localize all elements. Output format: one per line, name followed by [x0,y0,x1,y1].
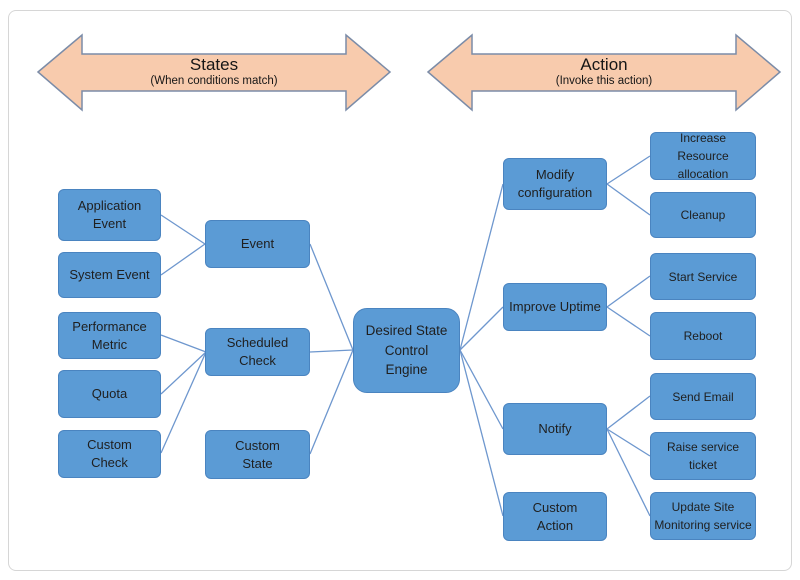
connector-performance-metric-to-scheduled-check [160,334,207,353]
node-start-service: Start Service [650,253,756,300]
action-arrow-label: Action (Invoke this action) [472,55,736,88]
connector-application-event-to-event [160,214,206,245]
node-scheduled-check: Scheduled Check [205,328,310,376]
connector-event-to-engine [309,243,354,351]
connector-notify-to-update-site [606,428,651,517]
connectors [160,155,651,517]
node-application-event: Application Event [58,189,161,241]
connector-engine-to-custom-action [459,349,504,517]
node-custom-check: Custom Check [58,430,161,478]
connector-modify-to-cleanup [606,183,651,216]
node-reboot: Reboot [650,312,756,360]
node-raise-service-ticket: Raise service ticket [650,432,756,480]
states-arrow-shape [36,33,392,112]
connector-custom-state-to-engine [309,349,354,455]
node-update-site-monitoring: Update Site Monitoring service [650,492,756,540]
connector-engine-to-improve-uptime [459,306,504,351]
connector-engine-to-notify [459,349,504,430]
connector-improve-to-reboot [606,306,651,337]
node-custom-action: Custom Action [503,492,607,541]
node-performance-metric: Performance Metric [58,312,161,359]
action-arrow-shape [426,33,782,112]
states-title: States [189,55,239,74]
connector-quota-to-scheduled-check [160,351,207,395]
node-increase-resource-allocation: Increase Resource allocation [650,131,756,181]
node-cleanup: Cleanup [650,192,756,238]
states-arrow-label: States (When conditions match) [82,55,346,88]
connector-system-event-to-event [160,243,206,276]
connector-improve-to-start-service [606,275,651,308]
connector-custom-check-to-scheduled-check [160,351,207,454]
node-send-email: Send Email [650,373,756,420]
node-improve-uptime: Improve Uptime [503,283,607,331]
connector-notify-to-raise-ticket [606,428,651,457]
node-quota: Quota [58,370,161,418]
connector-engine-to-modify-configuration [459,183,504,351]
node-notify: Notify [503,403,607,455]
node-modify-configuration: Modify configuration [503,158,607,210]
connector-notify-to-send-email [606,395,651,430]
action-title: Action [580,55,628,74]
node-custom-state: Custom State [205,430,310,479]
connector-scheduled-check-to-engine [309,349,354,353]
node-event: Event [205,220,310,268]
action-subtitle: (Invoke this action) [555,74,653,87]
connector-modify-to-increase-resource [606,155,651,185]
states-subtitle: (When conditions match) [150,74,278,87]
node-system-event: System Event [58,252,161,298]
node-desired-state-control-engine: Desired State Control Engine [353,308,460,393]
